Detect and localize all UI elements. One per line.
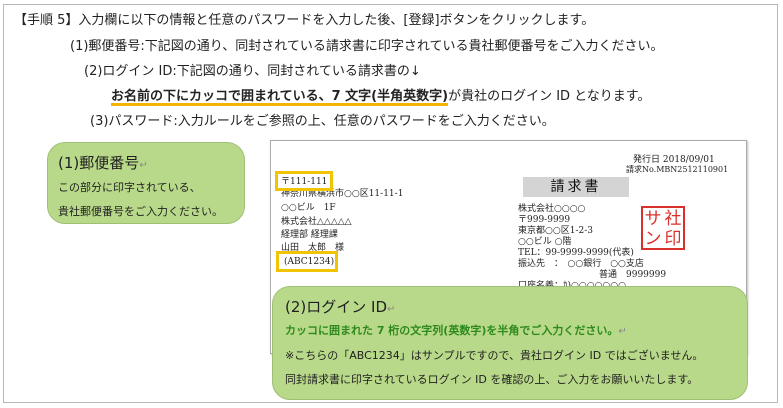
issuer-company: 株式会社○○○○ <box>518 204 586 214</box>
recipient-department: 経理部 経理課 <box>281 230 338 240</box>
recipient-postal: 〒111-111 <box>281 177 328 187</box>
recipient-login-id: (ABC1234) <box>284 257 335 267</box>
invoice-issue-date: 発行日 2018/09/01 <box>633 155 715 165</box>
postal-callout-text1: この部分に印字されている、 <box>58 181 201 194</box>
login-id-callout-emphasis: カッコに囲まれた 7 桁の文字列(英数字)を半角でご入力ください。↵ <box>285 324 627 339</box>
postal-callout: (1)郵便番号↵ この部分に印字されている、 貴社郵便番号をご入力ください。 <box>47 142 245 224</box>
stamp-char: ン <box>644 229 662 249</box>
issuer-address: 東京都○○区1-2-3 <box>518 226 593 236</box>
stamp-char: サ <box>644 209 662 229</box>
login-id-callout-note2: 同封請求書に印字されているログイン ID を確認の上、ご入力をお願いいたします。 <box>285 373 699 386</box>
return-mark-icon: ↵ <box>618 326 627 337</box>
return-mark-icon: ↵ <box>139 160 148 171</box>
login-id-callout-note1: ※こちらの「ABC1234」はサンプルですので、貴社ログイン ID ではございま… <box>285 349 704 362</box>
issuer-tel: TEL：99-9999-9999(代表) <box>518 248 634 258</box>
postal-callout-title-text: (1)郵便番号 <box>58 154 140 172</box>
recipient-address: 神奈川県横浜市○○区11-11-1 <box>281 189 404 199</box>
instruction-login-id: (2)ログイン ID:下記図の通り、同封されている請求書の↓ <box>84 64 421 79</box>
content-frame <box>3 4 778 403</box>
login-id-callout: (2)ログイン ID↵ カッコに囲まれた 7 桁の文字列(英数字)を半角でご入力… <box>272 286 748 400</box>
bank-info: 振込先 ： ○○銀行 ○○支店 <box>518 259 644 269</box>
login-id-rest: が貴社のログイン ID となります。 <box>448 89 651 104</box>
return-mark-icon: ↵ <box>387 304 396 315</box>
company-seal-stamp: サ 社 ン 印 <box>641 206 685 250</box>
instruction-postal: (1)郵便番号:下記図の通り、同封されている請求書に印字されている貴社郵便番号を… <box>70 39 664 54</box>
recipient-name: 山田 太郎 様 <box>281 243 345 253</box>
postal-highlight-box <box>275 171 333 191</box>
step-heading: 【手順 5】入力欄に以下の情報と任意のパスワードを入力した後、[登録]ボタンをク… <box>14 13 595 28</box>
invoice-number: 請求No.MBN2512110901 <box>626 165 729 174</box>
issuer-building: ○○ビル ○階 <box>518 237 572 247</box>
stamp-char: 社 <box>664 209 682 229</box>
login-id-emphasis: お名前の下にカッコで囲まれている、7 文字(半角英数字) <box>111 89 449 104</box>
stamp-char: 印 <box>664 229 682 249</box>
issuer-postal: 〒999-9999 <box>518 215 571 225</box>
recipient-building: ○○ビル 1F <box>281 203 336 213</box>
login-id-highlight-box <box>276 251 338 272</box>
login-id-callout-emphasis-text: カッコに囲まれた 7 桁の文字列(英数字)を半角でご入力ください。 <box>285 324 619 337</box>
login-id-callout-title: (2)ログイン ID↵ <box>285 297 395 320</box>
recipient-company: 株式会社△△△△△ <box>281 217 352 227</box>
invoice-title: 請求書 <box>523 177 629 197</box>
bank-account: 普通 9999999 <box>599 270 667 280</box>
login-id-callout-title-text: (2)ログイン ID <box>285 298 387 316</box>
instruction-password: (3)パスワード:入力ルールをご参照の上、任意のパスワードをご入力ください。 <box>90 114 555 129</box>
postal-callout-title: (1)郵便番号↵ <box>58 153 148 176</box>
postal-callout-text2: 貴社郵便番号をご入力ください。 <box>58 205 223 218</box>
instruction-login-id-detail: お名前の下にカッコで囲まれている、7 文字(半角英数字)が貴社のログイン ID … <box>111 88 651 106</box>
